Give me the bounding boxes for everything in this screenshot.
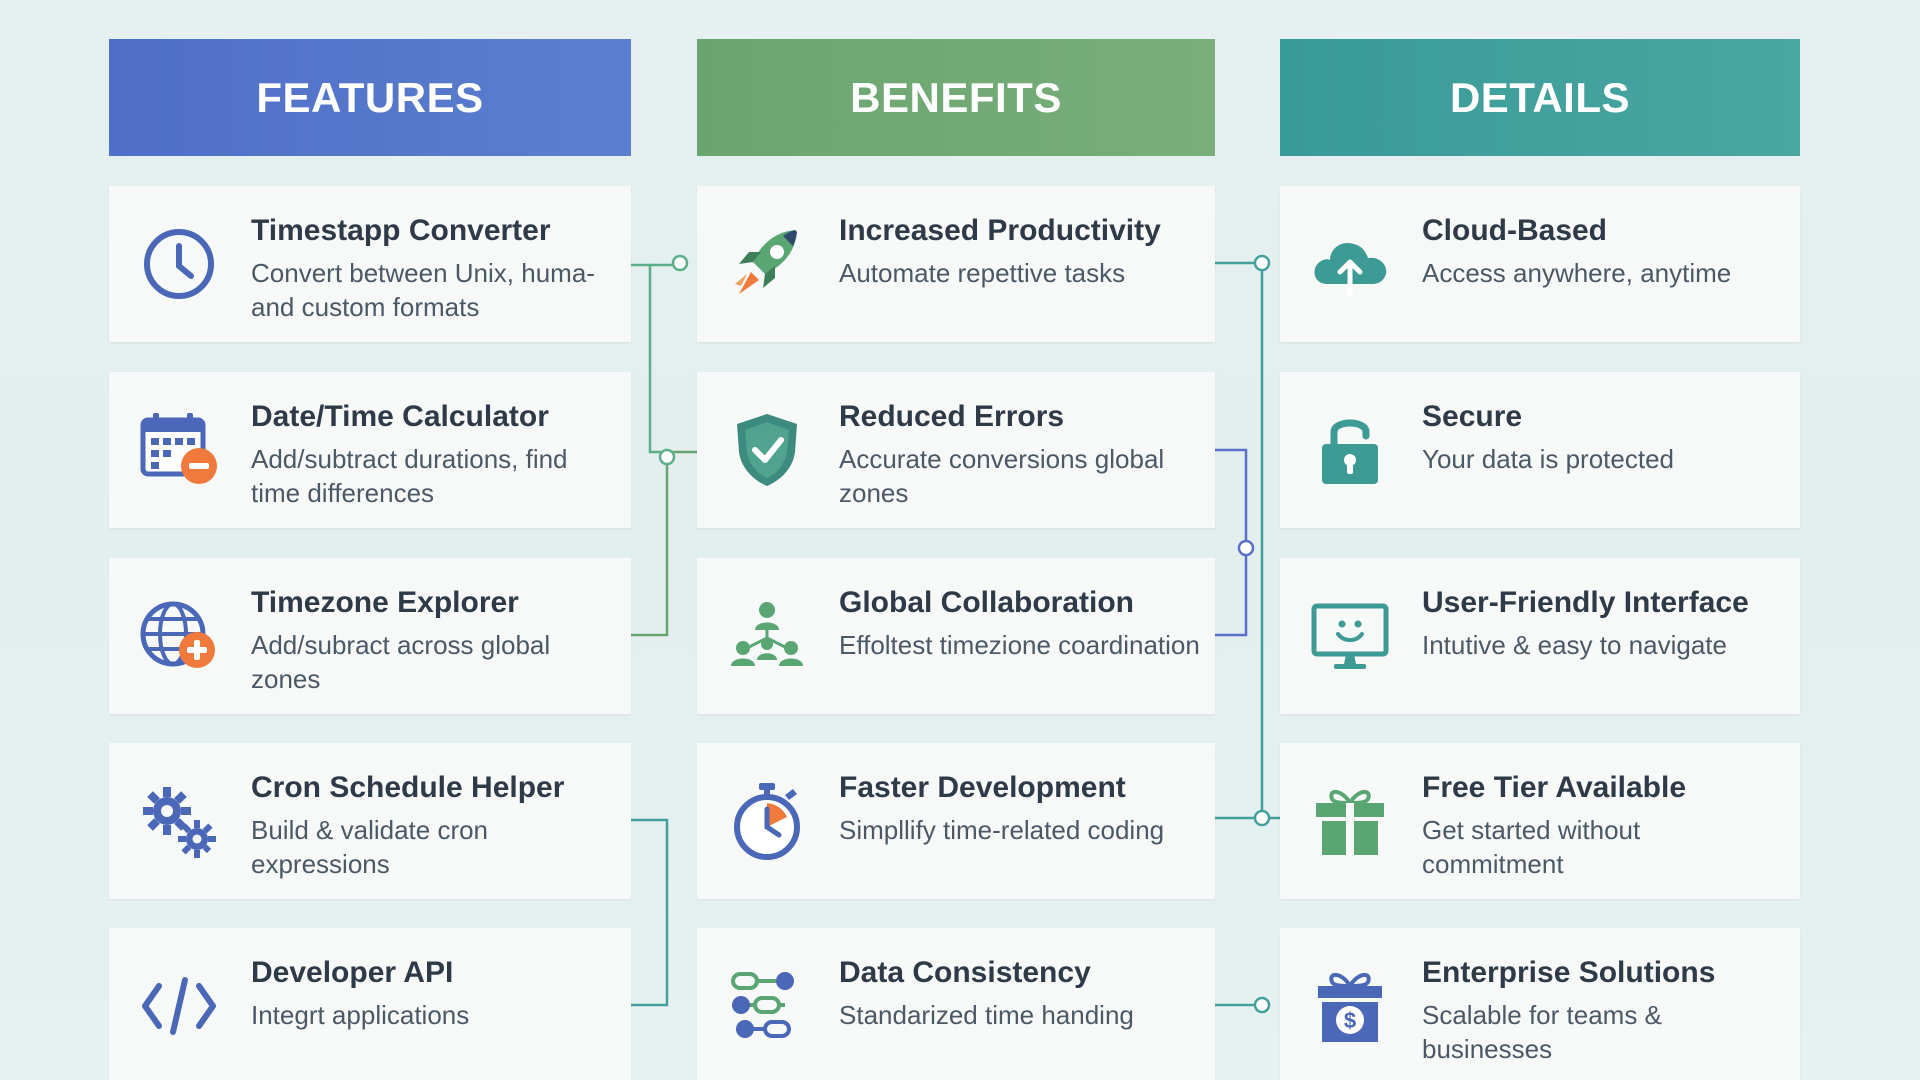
shield-check-icon: [725, 408, 809, 492]
rocket-icon: [725, 222, 809, 306]
features-header: FEATURES: [109, 39, 631, 156]
people-network-icon: [725, 594, 809, 678]
stopwatch-icon: [725, 779, 809, 863]
connector-f1-b2: [631, 263, 667, 454]
card-title: Enterprise Solutions: [1422, 956, 1716, 989]
feature-card-developer-api: Developer API Integrt applications: [109, 928, 631, 1080]
clock-icon: [137, 222, 221, 306]
monitor-smile-icon: [1308, 594, 1392, 678]
card-description: Add/subract across global zones: [251, 630, 551, 694]
card-title: Data Consistency: [839, 956, 1091, 989]
card-description: Get started without commitment: [1422, 815, 1641, 879]
feature-card-date-time-calculator: Date/Time Calculator Add/subtract durati…: [109, 372, 631, 528]
connector-f3-b2: [631, 450, 697, 637]
card-title: Reduced Errors: [839, 400, 1065, 433]
card-description: Intutive & easy to navigate: [1422, 630, 1727, 660]
detail-card-user-friendly-interface: User-Friendly Interface Intutive & easy …: [1280, 558, 1800, 714]
benefits-header: BENEFITS: [697, 39, 1215, 156]
gift-icon: [1308, 779, 1392, 863]
card-title: Increased Productivity: [839, 214, 1161, 247]
card-description: Scalable for teams & businesses: [1422, 1000, 1662, 1064]
padlock-icon: [1308, 408, 1392, 492]
card-title: Faster Development: [839, 771, 1126, 804]
card-title: Cloud-Based: [1422, 214, 1608, 247]
detail-card-free-tier-available: Free Tier Available Get started without …: [1280, 743, 1800, 899]
cloud-upload-icon: [1308, 222, 1392, 306]
card-title: Free Tier Available: [1422, 771, 1687, 804]
card-description: Automate repettive tasks: [839, 258, 1126, 288]
gears-icon: [137, 779, 221, 863]
svg-text:$: $: [1344, 1008, 1356, 1033]
benefit-card-data-consistency: Data Consistency Standarized time handin…: [697, 928, 1215, 1080]
details-header: DETAILS: [1280, 39, 1800, 156]
card-title: Date/Time Calculator: [251, 400, 549, 433]
connector-node: [1253, 254, 1271, 272]
card-title: Secure: [1422, 400, 1523, 433]
benefit-card-faster-development: Faster Development Simpllify time-relate…: [697, 743, 1215, 899]
feature-card-cron-schedule-helper: Cron Schedule Helper Build & validate cr…: [109, 743, 631, 899]
globe-plus-icon: [137, 594, 221, 678]
connector-b1-b4: [1215, 261, 1264, 820]
benefit-card-increased-productivity: Increased Productivity Automate repettiv…: [697, 186, 1215, 342]
card-description: Simpllify time-related coding: [839, 815, 1165, 845]
connector-node: [1237, 539, 1255, 557]
connector-f4-f5: [631, 818, 669, 1007]
code-brackets-icon: [137, 964, 221, 1048]
connector-node: [671, 254, 689, 272]
card-description: Build & validate cron expressions: [251, 815, 489, 879]
card-description: Effoltest timezione coardination: [839, 630, 1200, 660]
toggles-icon: [725, 964, 809, 1048]
calendar-minus-icon: [137, 408, 221, 492]
benefit-card-global-collaboration: Global Collaboration Effoltest timezione…: [697, 558, 1215, 714]
card-title: User-Friendly Interface: [1422, 586, 1749, 619]
card-description: Add/subtract durations, find time differ…: [251, 444, 568, 508]
card-title: Developer API: [251, 956, 454, 989]
dollar-gift-icon: $: [1308, 964, 1392, 1048]
detail-card-enterprise-solutions: $ Enterprise Solutions Scalable for team…: [1280, 928, 1800, 1080]
detail-card-cloud-based: Cloud-Based Access anywhere, anytime: [1280, 186, 1800, 342]
card-description: Accurate conversions global zones: [839, 444, 1165, 508]
connector-node: [1253, 809, 1271, 827]
card-description: Convert between Unix, huma- and custom f…: [251, 258, 595, 322]
card-title: Timezone Explorer: [251, 586, 519, 619]
card-description: Your data is protected: [1422, 444, 1674, 474]
feature-card-timezone-explorer: Timezone Explorer Add/subract across glo…: [109, 558, 631, 714]
card-description: Standarized time handing: [839, 1000, 1134, 1030]
connector-node: [1253, 996, 1271, 1014]
benefit-card-reduced-errors: Reduced Errors Accurate conversions glob…: [697, 372, 1215, 528]
detail-card-secure: Secure Your data is protected: [1280, 372, 1800, 528]
card-description: Integrt applications: [251, 1000, 470, 1030]
feature-card-timestamp-converter: Timestapp Converter Convert between Unix…: [109, 186, 631, 342]
connector-node: [658, 448, 676, 466]
card-description: Access anywhere, anytime: [1422, 258, 1732, 288]
card-title: Timestapp Converter: [251, 214, 551, 247]
card-title: Cron Schedule Helper: [251, 771, 565, 804]
card-title: Global Collaboration: [839, 586, 1135, 619]
connector-b2-b3: [1215, 448, 1248, 637]
